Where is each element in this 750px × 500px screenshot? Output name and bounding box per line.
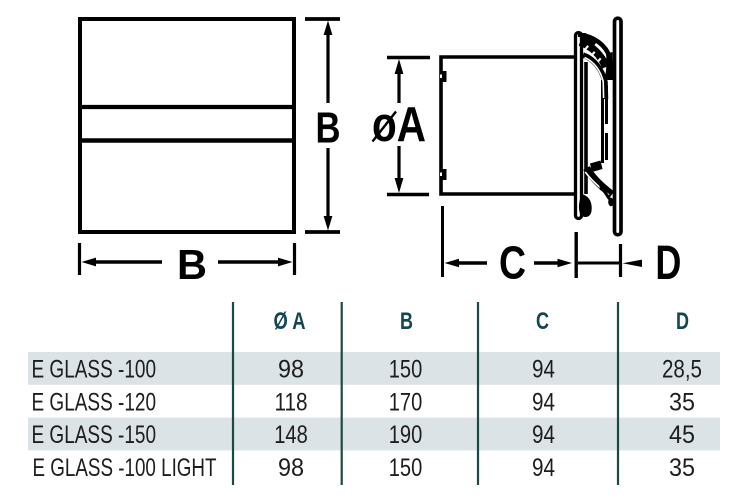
svg-text:28,5: 28,5 xyxy=(662,356,702,384)
svg-text:B: B xyxy=(177,241,207,288)
svg-text:Ø A: Ø A xyxy=(274,308,306,335)
svg-text:D: D xyxy=(655,237,681,290)
svg-text:C: C xyxy=(499,237,526,289)
svg-text:E GLASS -100: E GLASS -100 xyxy=(32,356,157,384)
svg-text:E GLASS -100 LIGHT: E GLASS -100 LIGHT xyxy=(33,454,217,482)
svg-text:D: D xyxy=(676,308,689,335)
svg-text:98: 98 xyxy=(278,356,304,384)
svg-text:94: 94 xyxy=(532,454,555,482)
svg-text:45: 45 xyxy=(669,421,695,449)
svg-text:35: 35 xyxy=(669,388,695,416)
svg-text:B: B xyxy=(316,104,341,153)
svg-text:118: 118 xyxy=(275,388,308,416)
svg-text:148: 148 xyxy=(274,421,308,449)
svg-text:94: 94 xyxy=(532,421,555,449)
svg-text:98: 98 xyxy=(278,454,304,482)
svg-text:E GLASS -150: E GLASS -150 xyxy=(32,421,157,449)
svg-text:94: 94 xyxy=(532,356,555,384)
svg-text:170: 170 xyxy=(389,388,423,416)
svg-text:35: 35 xyxy=(669,454,695,482)
svg-text:94: 94 xyxy=(532,388,555,416)
svg-text:B: B xyxy=(400,308,413,335)
svg-text:150: 150 xyxy=(389,454,423,482)
svg-text:150: 150 xyxy=(389,356,423,384)
svg-text:C: C xyxy=(536,308,549,335)
svg-text:190: 190 xyxy=(389,421,423,449)
svg-text:oA: oA xyxy=(372,98,426,152)
svg-text:E GLASS -120: E GLASS -120 xyxy=(32,388,157,416)
